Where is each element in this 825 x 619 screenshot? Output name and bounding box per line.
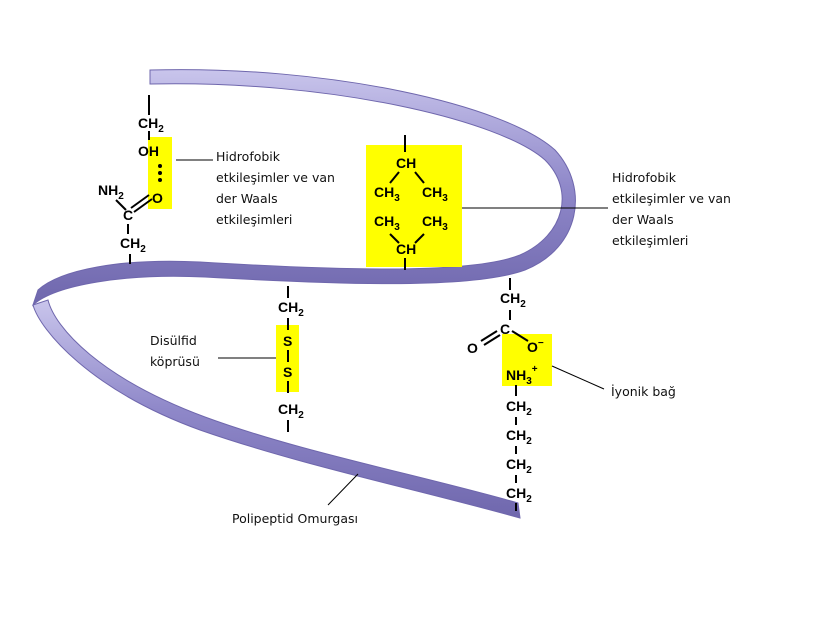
svg-text:CH3: CH3 (422, 184, 448, 204)
hydrophobic-label-left: Hidrofobik etkileşimler ve van der Waals… (216, 149, 339, 227)
ionic-bond-group: CH2 C O O− NH3+ CH2 CH2 CH2 CH2 (467, 278, 552, 511)
disulfide-bridge-group: CH2 S S CH2 (276, 286, 304, 432)
svg-text:CH: CH (396, 241, 416, 257)
highlight-box (366, 145, 462, 267)
ionic-bond-label: İyonik bağ (611, 384, 676, 399)
svg-text:CH2: CH2 (120, 235, 146, 255)
svg-text:O−: O− (527, 338, 544, 355)
hydrogen-bond-group: CH2 OH O NH2 C CH2 (98, 95, 172, 264)
svg-text:S: S (283, 333, 292, 349)
svg-text:CH3: CH3 (422, 213, 448, 233)
svg-text:CH3: CH3 (374, 213, 400, 233)
svg-text:CH3: CH3 (374, 184, 400, 204)
svg-text:CH2: CH2 (506, 485, 532, 505)
oh-group: OH (138, 143, 159, 159)
svg-text:CH2: CH2 (278, 401, 304, 421)
hydrophobic-valine-pair: CH CH3 CH3 CH3 CH3 CH (366, 135, 462, 270)
carbonyl-oxygen: O (152, 190, 163, 206)
svg-text:NH2: NH2 (98, 182, 124, 202)
svg-text:NH3+: NH3+ (506, 364, 538, 387)
backbone-ribbon-lower (32, 299, 521, 519)
svg-text:CH2: CH2 (506, 398, 532, 418)
svg-text:C: C (500, 321, 510, 337)
highlight-box (502, 334, 552, 386)
svg-text:CH2: CH2 (278, 299, 304, 319)
svg-text:CH2: CH2 (506, 456, 532, 476)
backbone-label: Polipeptid Omurgası (232, 511, 358, 526)
svg-text:CH2: CH2 (506, 427, 532, 447)
svg-text:O: O (467, 340, 478, 356)
disulfide-label: Disülfid köprüsü (150, 333, 201, 369)
svg-text:S: S (283, 364, 292, 380)
svg-text:CH: CH (396, 155, 416, 171)
hydrophobic-label-right: Hidrofobik etkileşimler ve van der Waals… (612, 170, 735, 248)
svg-text:CH2: CH2 (500, 290, 526, 310)
svg-text:C: C (123, 207, 133, 223)
svg-text:CH2: CH2 (138, 115, 164, 135)
